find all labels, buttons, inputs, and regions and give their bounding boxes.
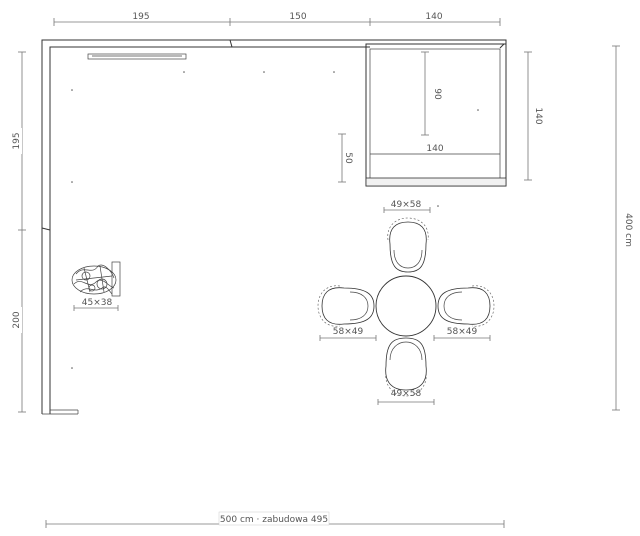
right-dim-400: 400 cm [623, 213, 633, 247]
chair-bottom-size: 49×58 [391, 389, 422, 399]
inner-dim-140-h-label: 140 [426, 144, 443, 154]
chair-top-size: 49×58 [391, 200, 422, 210]
inner-dim-140-vertical: 140 [524, 51, 543, 181]
left-dim-195: 195 [12, 132, 22, 149]
chair-right [437, 285, 495, 327]
left-dim-200: 200 [12, 311, 22, 328]
bottom-dimension: 500 cm · zabudowa 495 [45, 511, 505, 528]
chair-left [317, 285, 375, 327]
round-table [375, 275, 437, 337]
right-dimension: 400 cm [612, 45, 633, 411]
dining-set: 49×58 49×58 58×49 58×49 [317, 200, 495, 405]
plant-size-label: 45×38 [82, 298, 113, 308]
top-dimension-chain: 195 150 140 [53, 10, 501, 26]
chair-right-size: 58×49 [447, 327, 478, 337]
chair-top [387, 217, 429, 273]
cabinet-block [365, 43, 507, 187]
left-dimension-chain: 195 200 [10, 51, 26, 413]
chair-bottom [385, 337, 427, 397]
inner-dim-140-v-label: 140 [533, 107, 543, 124]
inner-dim-90-label: 90 [432, 88, 442, 100]
reference-dots [71, 71, 479, 369]
inner-dim-50: 50 [338, 133, 353, 183]
inner-dim-50-label: 50 [343, 152, 353, 164]
chair-left-size: 58×49 [333, 327, 364, 337]
plant-symbol: 45×38 [71, 261, 121, 311]
inner-dim-140-horizontal: 140 [426, 144, 443, 154]
top-dim-140: 140 [425, 12, 442, 22]
inner-dim-90: 90 [421, 51, 442, 136]
top-dim-195: 195 [132, 12, 149, 22]
top-dim-150: 150 [289, 12, 306, 22]
bottom-dim-total: 500 cm · zabudowa 495 [220, 515, 328, 525]
